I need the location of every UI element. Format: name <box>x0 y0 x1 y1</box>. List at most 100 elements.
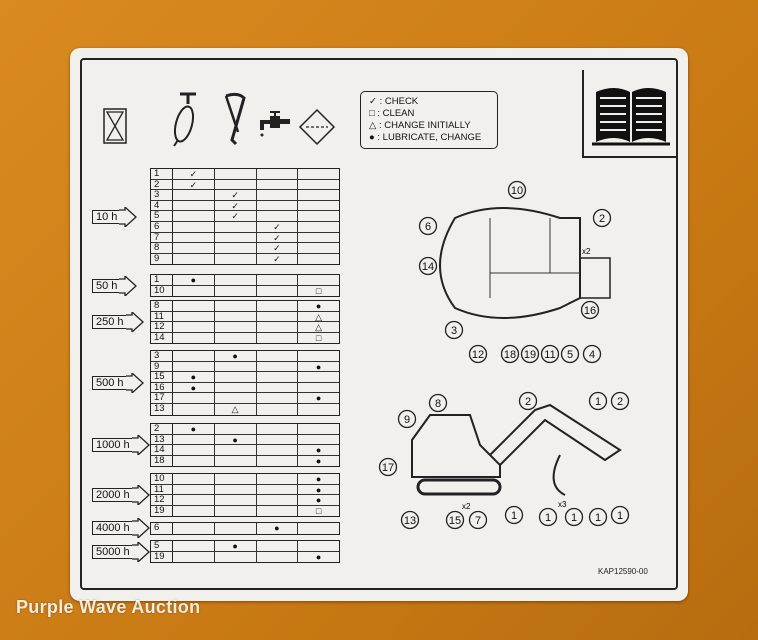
svg-text:18: 18 <box>504 349 516 361</box>
interval-label: 5000 h <box>92 544 133 559</box>
svg-text:1: 1 <box>571 512 577 524</box>
task-cell <box>215 382 257 393</box>
task-cell <box>257 311 299 322</box>
legend-symbol: △ <box>369 120 377 131</box>
table-row: 5✓ <box>151 211 339 222</box>
table-row: 11△ <box>151 311 339 323</box>
table-row: 4✓ <box>151 200 339 212</box>
task-cell <box>173 403 215 415</box>
item-number: 11 <box>151 484 173 495</box>
task-cell <box>257 200 299 211</box>
legend-item: ● : LUBRICATE, CHANGE <box>369 132 497 144</box>
task-cell: □ <box>315 332 322 343</box>
task-cell <box>298 541 339 551</box>
task-cell <box>173 243 215 253</box>
task-cell <box>173 190 215 200</box>
table-row: 8✓ <box>151 243 339 254</box>
legend-text: : LUBRICATE, CHANGE <box>377 132 482 143</box>
top-view-outline <box>439 207 581 319</box>
crawler-track <box>416 478 502 496</box>
item-number: 5 <box>151 541 173 551</box>
table-row: 3✓ <box>151 190 339 201</box>
task-cell: ● <box>315 393 322 404</box>
task-cell <box>298 254 339 265</box>
task-cell <box>215 221 257 232</box>
interval-label: 2000 h <box>92 488 133 503</box>
task-cell <box>215 474 257 484</box>
task-cell <box>173 541 215 551</box>
callout: 1 <box>564 507 584 527</box>
task-cell: ● <box>173 275 215 285</box>
svg-text:2: 2 <box>599 213 605 225</box>
task-cell: ● <box>315 474 322 484</box>
svg-text:3: 3 <box>451 325 457 337</box>
task-cell: ✓ <box>215 200 257 211</box>
task-cell <box>257 169 299 179</box>
table-row: 13 ● <box>151 434 339 446</box>
task-cell <box>173 285 215 297</box>
task-cell <box>173 232 215 243</box>
table-row: 11● <box>151 484 339 496</box>
task-cell <box>298 190 339 200</box>
interval-table: 10●11●12●19□ <box>150 473 340 518</box>
interval-arrow: 5000 h <box>92 541 150 562</box>
item-number: 13 <box>151 434 173 445</box>
task-cell <box>215 523 257 534</box>
callout: 6 <box>418 216 438 236</box>
task-cell <box>173 221 215 232</box>
task-cell: ● <box>215 434 257 444</box>
item-number: 9 <box>151 253 173 265</box>
multiplier-label: x2 <box>462 502 471 511</box>
item-number: 12 <box>151 495 173 505</box>
item-number: 16 <box>151 382 173 393</box>
task-cell <box>257 505 299 517</box>
manual-book-icon <box>582 70 676 158</box>
item-number: 1 <box>151 275 173 285</box>
task-cell: ● <box>315 455 322 466</box>
task-cell: ● <box>315 301 322 311</box>
task-cell <box>298 372 339 382</box>
task-cell <box>257 322 299 332</box>
callout: 1 <box>588 507 608 527</box>
task-cell <box>298 222 339 232</box>
task-cell <box>215 393 257 403</box>
item-number: 7 <box>151 232 173 243</box>
legend-text: : CLEAN <box>377 108 415 119</box>
interval-arrow: 500 h <box>92 372 144 393</box>
svg-text:5: 5 <box>567 349 573 361</box>
task-cell: ● <box>173 382 215 393</box>
task-cell <box>173 361 215 372</box>
table-row: 2✓ <box>151 179 339 191</box>
interval-table: 5●19● <box>150 540 340 564</box>
table-row: 16● <box>151 382 339 394</box>
callout: 8 <box>428 393 448 413</box>
callout: 18 <box>500 344 520 364</box>
table-row: 3● <box>151 351 339 362</box>
svg-text:1: 1 <box>595 512 601 524</box>
task-cell: ● <box>215 541 257 551</box>
callout: 9 <box>397 409 417 429</box>
task-cell <box>257 434 299 445</box>
item-number: 10 <box>151 474 173 484</box>
task-cell <box>215 301 257 311</box>
symbol-legend: ✓ : CHECK□ : CLEAN△ : CHANGE INITIALLY● … <box>360 91 498 149</box>
table-row: 9✓ <box>151 253 339 265</box>
callout: 16 <box>580 300 600 320</box>
task-cell <box>298 275 339 285</box>
task-cell <box>257 285 299 297</box>
task-cell <box>257 551 299 563</box>
item-number: 6 <box>151 222 173 232</box>
legend-symbol: ● <box>369 132 375 143</box>
item-number: 2 <box>151 179 173 190</box>
svg-text:2: 2 <box>525 396 531 408</box>
svg-text:1: 1 <box>617 510 623 522</box>
task-cell <box>298 169 339 179</box>
svg-text:10: 10 <box>511 185 523 197</box>
task-cell <box>173 495 215 505</box>
task-cell: ✓ <box>215 211 257 221</box>
interval-table: 6● <box>150 522 340 535</box>
cab-body <box>411 414 501 478</box>
task-cell: ✓ <box>257 232 299 242</box>
task-cell <box>173 434 215 445</box>
